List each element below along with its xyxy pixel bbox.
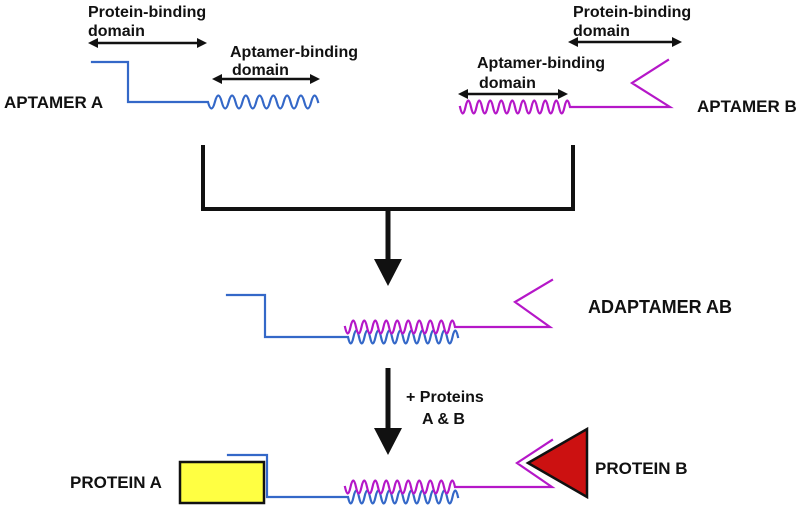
arrow-down-head-icon — [374, 428, 402, 455]
arrow-right-head-icon — [558, 89, 568, 99]
arrow-right-head-icon — [672, 37, 682, 47]
aptamer-a-strand-icon — [90, 60, 320, 110]
arrow-right-head-icon — [197, 38, 207, 48]
complex-blue-strand-icon — [226, 453, 460, 505]
arrow-left-head-icon — [212, 74, 222, 84]
arrow-down-head-icon — [374, 259, 402, 286]
adaptamer-magenta-strand-icon — [343, 278, 554, 335]
complex-magenta-strand-icon — [343, 438, 556, 495]
aptamer-a-protein-binding-label-line1: Protein-binding — [88, 4, 206, 21]
aptamer-b-strand-icon — [458, 58, 674, 115]
aptamer-b-aptamer-binding-label-line2: domain — [479, 75, 536, 92]
aptamer-a-protein-binding-extent-arrow — [88, 38, 207, 48]
aptamer-a-title: APTAMER A — [4, 93, 103, 112]
aptamer-b-aptamer-binding-label-line1: Aptamer-binding — [477, 55, 605, 72]
reaction-down-arrow — [374, 368, 402, 455]
protein-a-shape-icon — [178, 460, 266, 505]
aptamer-a-aptamer-binding-label-line2: domain — [232, 62, 289, 79]
combine-down-arrow — [374, 211, 402, 286]
adaptamer-blue-strand-icon — [225, 293, 460, 345]
aptamer-b-protein-binding-label-line1: Protein-binding — [573, 4, 691, 21]
combine-bracket — [201, 145, 575, 211]
reaction-label-line1: + Proteins — [406, 389, 484, 406]
aptamer-b-protein-binding-label-line2: domain — [573, 23, 630, 40]
aptamer-a-protein-binding-label-line2: domain — [88, 23, 145, 40]
aptamer-b-title: APTAMER B — [697, 97, 797, 116]
protein-a-title: PROTEIN A — [70, 473, 162, 492]
arrow-left-head-icon — [568, 37, 578, 47]
aptamer-a-aptamer-binding-extent-arrow — [212, 74, 320, 84]
aptamer-a-aptamer-binding-label-line1: Aptamer-binding — [230, 44, 358, 61]
reaction-label-line2: A & B — [422, 411, 465, 428]
aptamer-b-protein-binding-extent-arrow — [568, 37, 682, 47]
protein-b-shape-icon — [525, 426, 589, 500]
protein-b-title: PROTEIN B — [595, 459, 688, 478]
arrow-right-head-icon — [310, 74, 320, 84]
arrow-left-head-icon — [88, 38, 98, 48]
arrow-left-head-icon — [458, 89, 468, 99]
adaptamer-ab-title: ADAPTAMER AB — [588, 297, 732, 317]
aptamer-b-aptamer-binding-extent-arrow — [458, 89, 568, 99]
